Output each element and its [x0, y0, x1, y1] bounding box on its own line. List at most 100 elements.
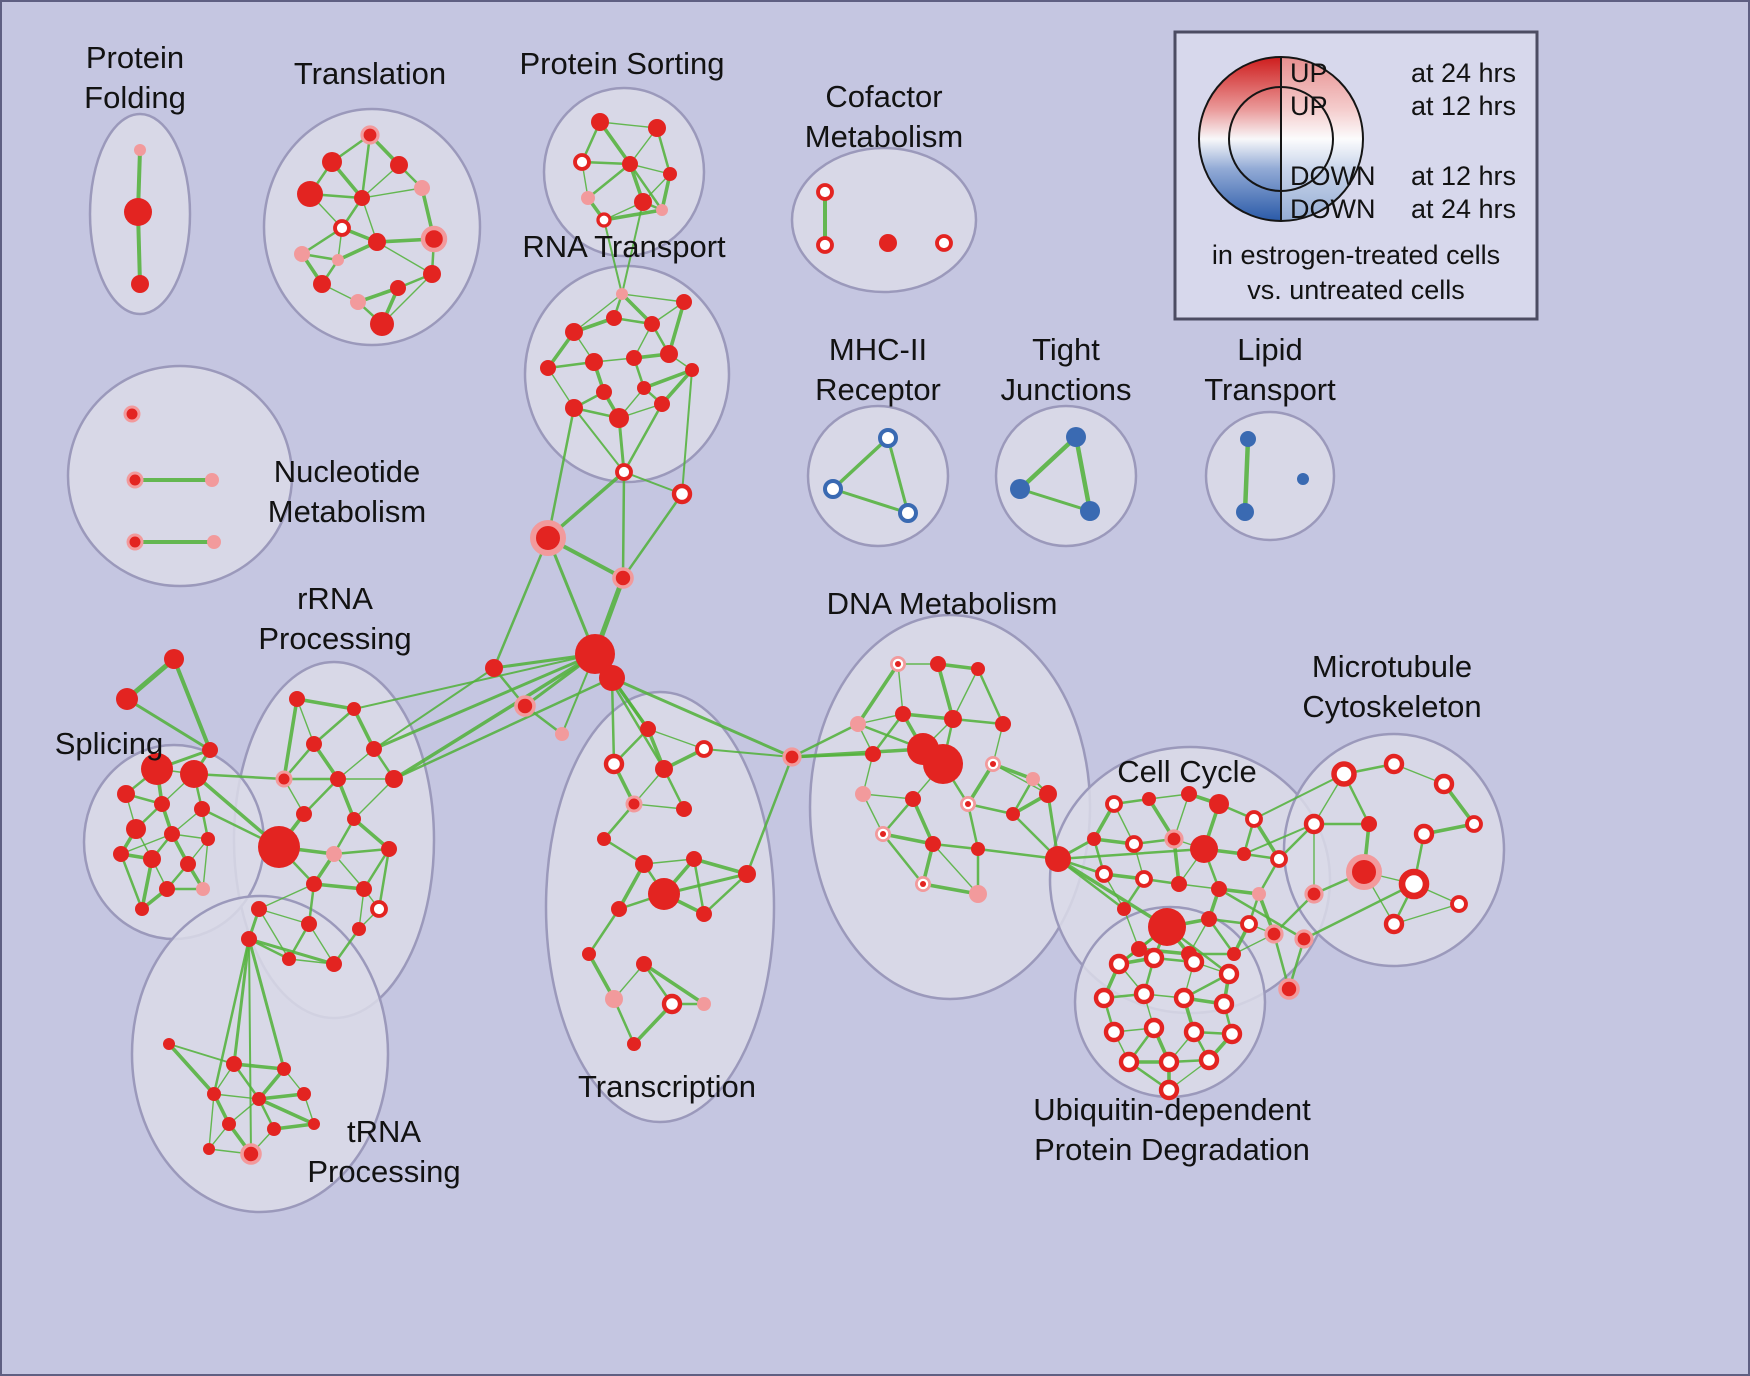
gene-node [878, 428, 898, 448]
gene-node [1143, 947, 1165, 969]
network-edge [856, 662, 900, 726]
gene-node [297, 181, 323, 207]
cluster-label-mhc-ii-receptor: Receptor [815, 372, 941, 407]
gene-node [240, 1143, 262, 1165]
network-edge [172, 657, 212, 752]
gene-node [676, 294, 692, 310]
network-edge [392, 676, 614, 781]
gene-node [420, 225, 448, 253]
gene-node [944, 710, 962, 728]
gene-node [605, 990, 623, 1008]
gene-node [1173, 987, 1195, 1009]
gene-node [656, 204, 668, 216]
gene-node [875, 826, 891, 842]
cluster-label-rna-transport: RNA Transport [522, 229, 726, 264]
gene-node [222, 1117, 236, 1131]
legend-up24-time: at 24 hrs [1411, 58, 1516, 88]
legend-down24-label: DOWN [1290, 194, 1375, 224]
gene-node [1148, 908, 1186, 946]
gene-node [1209, 794, 1229, 814]
gene-node [1026, 772, 1040, 786]
network-edge [952, 668, 979, 720]
gene-node [390, 156, 408, 174]
gene-node [1294, 929, 1314, 949]
network-edge [1073, 434, 1093, 514]
network-edge [621, 201, 644, 295]
gene-node [585, 353, 603, 371]
gene-node [1143, 1017, 1165, 1039]
network-edge [623, 471, 683, 495]
gene-node [123, 405, 141, 423]
gene-node [565, 399, 583, 417]
gene-node [1264, 924, 1284, 944]
network-edge [921, 882, 980, 896]
network-edge [377, 847, 391, 911]
gene-node [1066, 427, 1086, 447]
cluster-label-rrna-processing: rRNA [297, 581, 373, 616]
gene-node [1413, 823, 1435, 845]
gene-node [1465, 815, 1483, 833]
network-edge [703, 748, 793, 758]
network-edge [332, 847, 391, 856]
network-nodes [113, 113, 1483, 1165]
cluster-label-microtubule-cytoskeleton: Microtubule [1312, 649, 1472, 684]
gene-node [1105, 795, 1123, 813]
cluster-bubble-tight-junctions [994, 404, 1138, 548]
gene-node [350, 294, 366, 310]
gene-node [154, 796, 170, 812]
network-edge [1253, 773, 1345, 820]
gene-node [581, 191, 595, 205]
network-edge [745, 755, 794, 876]
gene-node [126, 533, 144, 551]
legend-up12-label: UP [1290, 91, 1328, 121]
gene-node [296, 806, 312, 822]
network-edge [992, 763, 1049, 795]
gene-node [1183, 951, 1205, 973]
cluster-bubble-mhc-ii-receptor [806, 404, 950, 548]
gene-node [697, 997, 711, 1011]
gene-node [258, 826, 300, 868]
network-edge [573, 293, 623, 333]
gene-node [935, 234, 953, 252]
cluster-label-tight-junctions: Tight [1032, 332, 1100, 367]
network-edge [681, 369, 693, 495]
network-edge [936, 662, 955, 721]
gene-node [1190, 835, 1218, 863]
cluster-label-dna-metabolism: DNA Metabolism [827, 586, 1058, 621]
gene-node [644, 316, 660, 332]
gene-node [356, 881, 372, 897]
gene-node [1361, 816, 1377, 832]
cluster-bubble-nucleotide-metabolism [66, 364, 294, 588]
cluster-bubble-lipid-transport [1204, 410, 1336, 542]
network-edge [295, 697, 356, 711]
cluster-label-microtubule-cytoskeleton: Cytoskeleton [1302, 689, 1481, 724]
network-edge [258, 908, 290, 960]
gene-node [1270, 850, 1288, 868]
network-edge [790, 747, 925, 759]
gene-node [626, 350, 642, 366]
gene-node [370, 312, 394, 336]
network-edge [312, 882, 366, 891]
gene-node [555, 727, 569, 741]
gene-node [385, 770, 403, 788]
network-edge [1217, 887, 1306, 941]
gene-node [573, 153, 591, 171]
gene-node [1211, 881, 1227, 897]
gene-node [1346, 854, 1382, 890]
gene-node [326, 846, 342, 862]
network-edge [392, 652, 597, 781]
network-edge [167, 1042, 216, 1096]
gene-node [1133, 983, 1155, 1005]
gene-node [332, 254, 344, 266]
gene-node [301, 916, 317, 932]
gene-node [895, 706, 911, 722]
gene-node [1213, 993, 1235, 1015]
gene-node [985, 756, 1001, 772]
network-edge [871, 712, 905, 756]
gene-node [196, 882, 210, 896]
network-edge [360, 133, 372, 200]
gene-node [855, 786, 871, 802]
gene-node [648, 878, 680, 910]
gene-node [1240, 431, 1256, 447]
